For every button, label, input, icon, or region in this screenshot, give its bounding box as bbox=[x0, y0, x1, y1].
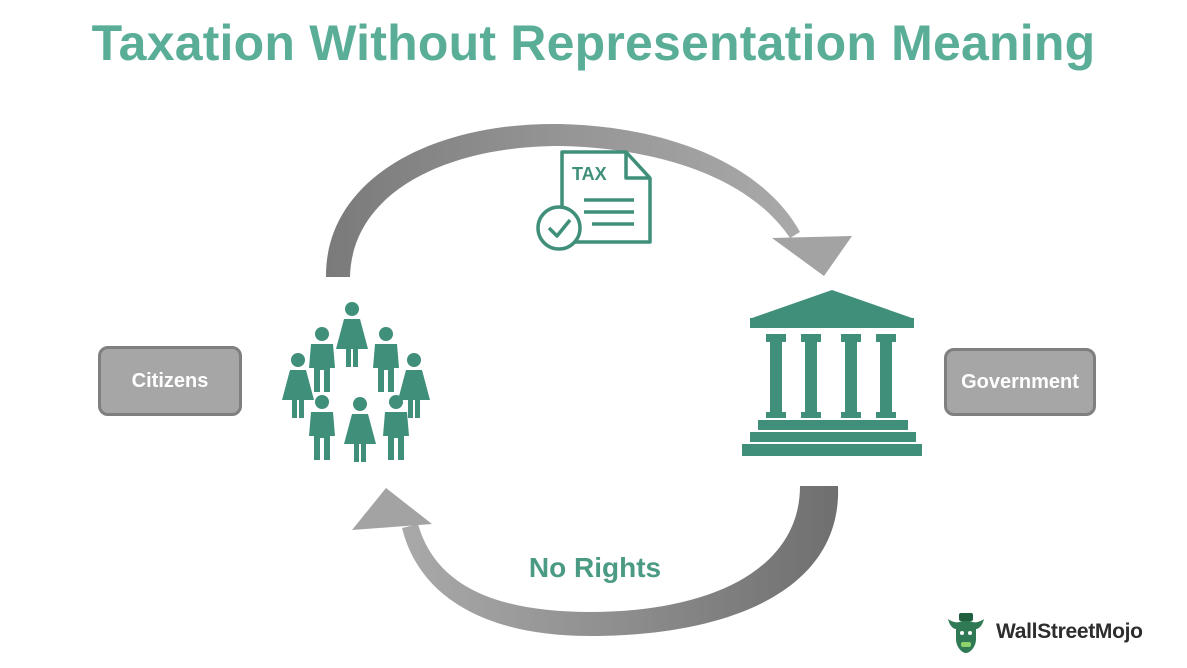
person-figure bbox=[398, 353, 430, 418]
government-building-icon bbox=[742, 290, 922, 456]
brand-name: WallStreetMojo bbox=[996, 620, 1143, 643]
brand-logo: WallStreetMojo bbox=[944, 612, 1143, 653]
person-figure bbox=[383, 395, 409, 460]
person-figure bbox=[336, 302, 368, 367]
bull-logo-icon bbox=[948, 613, 984, 653]
person-figure bbox=[282, 353, 314, 418]
tax-label: TAX bbox=[572, 164, 607, 184]
person-figure bbox=[309, 327, 335, 392]
page-title: Taxation Without Representation Meaning bbox=[91, 15, 1096, 71]
tax-document-icon bbox=[536, 150, 652, 251]
no-rights-flow-arrow bbox=[352, 486, 839, 636]
citizens-box: Citizens bbox=[98, 346, 242, 416]
person-figure bbox=[344, 397, 376, 462]
people-group-icon bbox=[282, 302, 430, 462]
government-box: Government bbox=[944, 348, 1096, 416]
tax-flow-arrow bbox=[325, 123, 852, 277]
person-figure bbox=[309, 395, 335, 460]
person-figure bbox=[373, 327, 399, 392]
no-rights-label: No Rights bbox=[528, 552, 662, 583]
